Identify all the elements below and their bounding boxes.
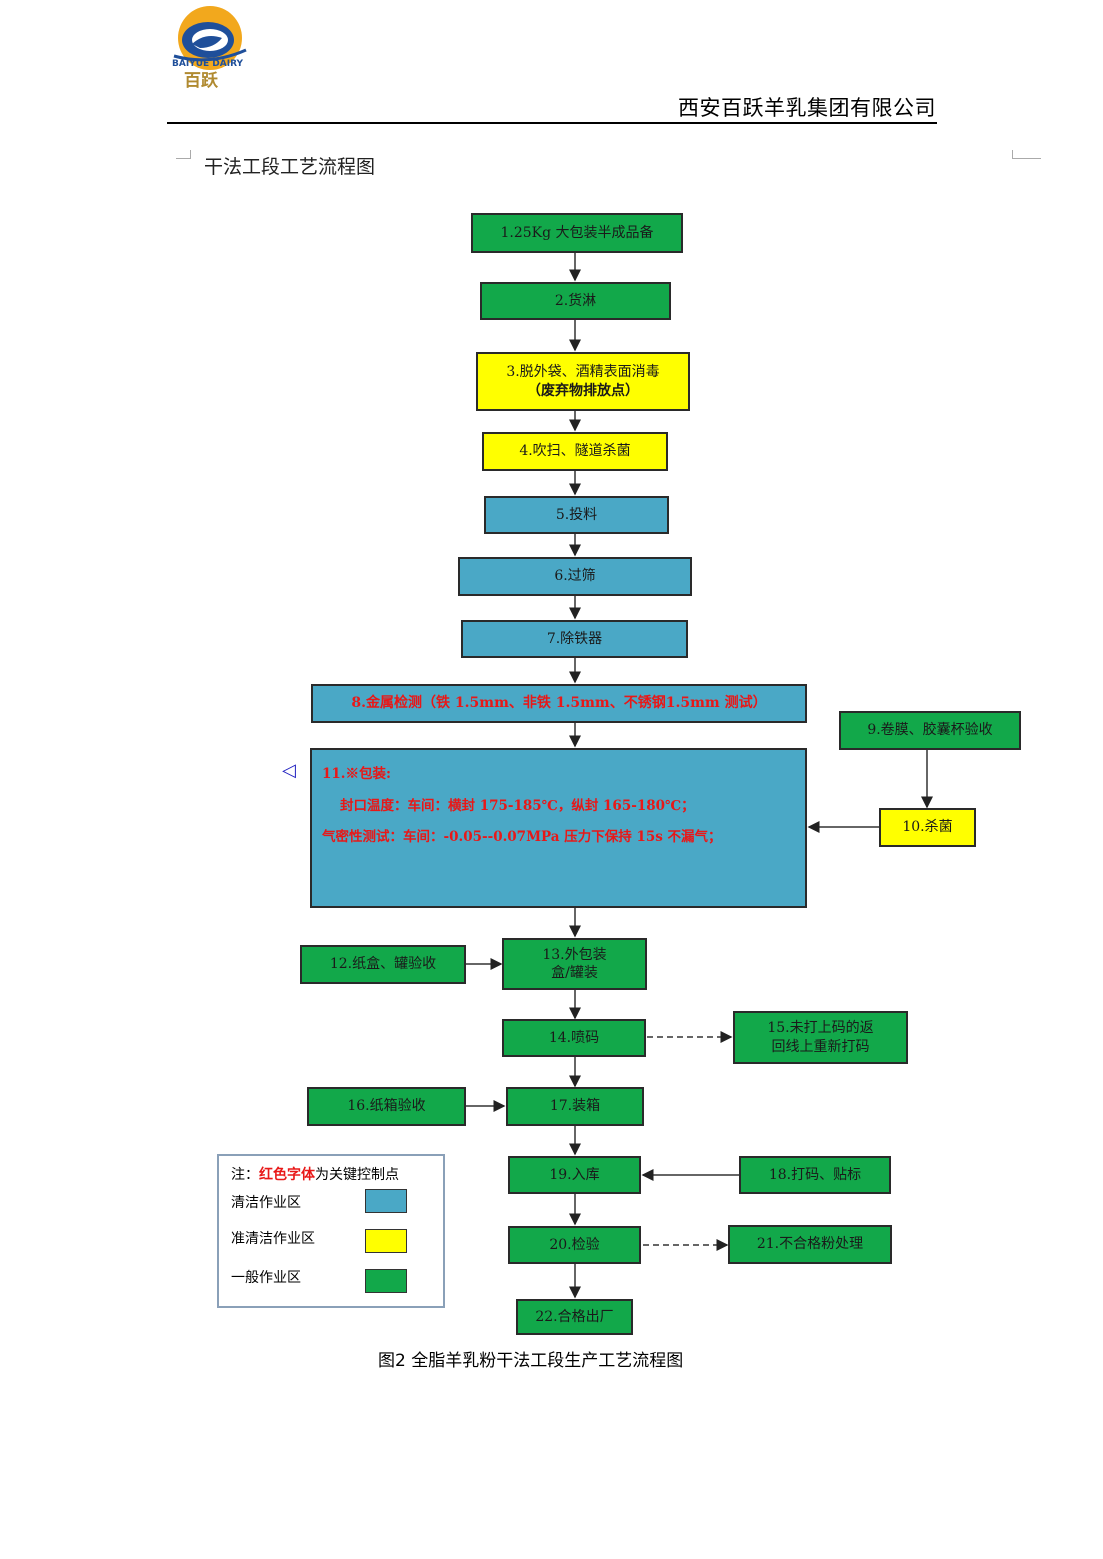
- step-11-box: 11.※包装: 封口温度：车间：横封 175-185℃，纵封 165-180℃；…: [310, 748, 807, 908]
- header-rule: [167, 122, 937, 124]
- step-16-label: 16.纸箱验收: [347, 1098, 426, 1115]
- step-12-label: 12.纸盒、罐验收: [329, 956, 437, 973]
- legend-note-red: 红色字体: [259, 1167, 315, 1183]
- step-21-label: 21.不合格粉处理: [756, 1236, 864, 1253]
- step-7-box: 7.除铁器: [461, 620, 688, 658]
- legend-swatch-clean: [365, 1189, 407, 1213]
- legend-note-suffix: 为关键控制点: [315, 1167, 399, 1183]
- step-13-label: 13.外包装: [542, 946, 607, 963]
- step-11-seal-temp: 封口温度：车间：横封 175-185℃，纵封 165-180℃；: [340, 797, 695, 814]
- legend-swatch-general: [365, 1269, 407, 1293]
- step-18-label: 18.打码、贴标: [768, 1166, 862, 1183]
- logo-icon: BAIYUE DAIRY 百跃: [172, 6, 247, 91]
- step-14-label: 14.喷码: [548, 1029, 600, 1046]
- step-14-box: 14.喷码: [502, 1019, 646, 1057]
- svg-text:百跃: 百跃: [184, 71, 219, 90]
- step-15-sub: 回线上重新打码: [771, 1038, 870, 1055]
- step-19-label: 19.入库: [549, 1166, 600, 1183]
- legend-note-prefix: 注：: [231, 1167, 259, 1183]
- step-17-box: 17.装箱: [506, 1087, 644, 1126]
- step-22-label: 22.合格出厂: [535, 1308, 614, 1325]
- step-3-label: 3.脱外袋、酒精表面消毒: [506, 364, 660, 381]
- legend-label-semi-clean: 准清洁作业区: [231, 1231, 315, 1247]
- triangle-marker-icon: ◁: [282, 760, 296, 781]
- step-20-label: 20.检验: [549, 1236, 600, 1253]
- step-18-box: 18.打码、贴标: [739, 1156, 891, 1194]
- step-16-box: 16.纸箱验收: [307, 1087, 466, 1126]
- legend-note: 注：红色字体为关键控制点: [231, 1164, 399, 1184]
- step-13-box: 13.外包装 盒/罐装: [502, 938, 647, 990]
- step-15-label: 15.未打上码的返: [767, 1020, 874, 1037]
- step-20-box: 20.检验: [508, 1226, 641, 1264]
- step-9-box: 9.卷膜、胶囊杯验收: [839, 711, 1021, 750]
- step-2-box: 2.货淋: [480, 282, 671, 320]
- step-1-label: 1.25Kg 大包装半成品备: [500, 224, 654, 241]
- legend: 注：红色字体为关键控制点 清洁作业区 准清洁作业区 一般作业区: [217, 1154, 445, 1308]
- step-6-label: 6.过筛: [554, 568, 596, 585]
- step-11-title: 11.※包装:: [322, 766, 391, 782]
- margin-mark-right: [1012, 150, 1041, 159]
- step-8-box: 8.金属检测（铁 1.5mm、非铁 1.5mm、不锈钢1.5mm 测试）: [311, 684, 807, 723]
- step-6-box: 6.过筛: [458, 557, 692, 596]
- step-15-box: 15.未打上码的返 回线上重新打码: [733, 1011, 908, 1064]
- legend-swatch-semi-clean: [365, 1229, 407, 1253]
- step-21-box: 21.不合格粉处理: [728, 1225, 892, 1264]
- company-name: 西安百跃羊乳集团有限公司: [678, 96, 936, 120]
- step-17-label: 17.装箱: [549, 1098, 601, 1115]
- step-13-sub: 盒/罐装: [551, 965, 598, 981]
- step-11-leak-test: 气密性测试：车间：-0.05--0.07MPa 压力下保持 15s 不漏气；: [322, 829, 722, 846]
- margin-mark-left: [176, 150, 191, 159]
- step-3-box: 3.脱外袋、酒精表面消毒 （废弃物排放点）: [476, 352, 690, 411]
- step-4-label: 4.吹扫、隧道杀菌: [519, 443, 631, 460]
- svg-text:BAIYUE DAIRY: BAIYUE DAIRY: [172, 59, 244, 69]
- step-5-label: 5.投料: [555, 506, 598, 523]
- figure-caption: 图2 全脂羊乳粉干法工段生产工艺流程图: [378, 1351, 684, 1371]
- legend-label-clean: 清洁作业区: [231, 1195, 301, 1211]
- step-12-box: 12.纸盒、罐验收: [300, 945, 466, 984]
- step-2-label: 2.货淋: [554, 292, 597, 309]
- step-9-label: 9.卷膜、胶囊杯验收: [867, 722, 993, 739]
- step-10-box: 10.杀菌: [879, 808, 976, 847]
- step-5-box: 5.投料: [484, 496, 669, 534]
- step-1-box: 1.25Kg 大包装半成品备: [471, 213, 683, 253]
- step-7-label: 7.除铁器: [546, 630, 603, 647]
- step-4-box: 4.吹扫、隧道杀菌: [482, 432, 668, 471]
- step-22-box: 22.合格出厂: [516, 1299, 633, 1335]
- step-3-note: （废弃物排放点）: [527, 382, 639, 399]
- step-19-box: 19.入库: [508, 1156, 641, 1194]
- section-title: 干法工段工艺流程图: [204, 156, 376, 178]
- company-logo: BAIYUE DAIRY 百跃: [170, 4, 248, 91]
- step-8-label: 8.金属检测（铁 1.5mm、非铁 1.5mm、不锈钢1.5mm 测试）: [351, 695, 767, 712]
- step-10-label: 10.杀菌: [902, 819, 953, 836]
- legend-label-general: 一般作业区: [231, 1270, 301, 1286]
